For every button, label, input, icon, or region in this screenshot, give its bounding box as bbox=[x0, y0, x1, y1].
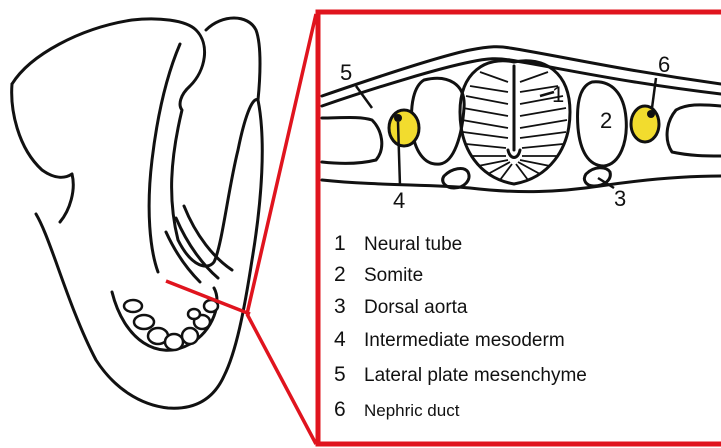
somite-mark bbox=[124, 300, 142, 312]
somite-mark bbox=[165, 334, 183, 350]
legend-label: Nephric duct bbox=[364, 401, 460, 420]
nephric-duct-right bbox=[631, 106, 659, 142]
legend-number: 6 bbox=[334, 398, 346, 421]
legend-number: 5 bbox=[334, 363, 346, 386]
embryo-outline bbox=[12, 18, 263, 408]
callout-4: 4 bbox=[393, 188, 405, 213]
legend-label: Intermediate mesoderm bbox=[364, 330, 565, 351]
callout-6: 6 bbox=[658, 52, 670, 77]
embryo-somites bbox=[124, 300, 218, 350]
intermediate-mesoderm-left bbox=[389, 110, 419, 146]
legend-number: 3 bbox=[334, 295, 346, 318]
legend-label: Dorsal aorta bbox=[364, 297, 468, 318]
legend-label: Lateral plate mesenchyme bbox=[364, 365, 587, 386]
legend-number: 1 bbox=[334, 232, 346, 255]
somite-mark bbox=[188, 309, 200, 319]
legend-number: 4 bbox=[334, 328, 346, 351]
legend-number: 2 bbox=[334, 263, 346, 286]
callout-3: 3 bbox=[614, 186, 626, 211]
callout-2: 2 bbox=[600, 108, 612, 133]
legend-label: Somite bbox=[364, 265, 423, 286]
callout-1: 1 bbox=[552, 82, 564, 107]
callout-5: 5 bbox=[340, 60, 352, 85]
somite-mark bbox=[182, 328, 198, 344]
somite-mark bbox=[134, 315, 154, 329]
legend-label: Neural tube bbox=[364, 234, 462, 255]
